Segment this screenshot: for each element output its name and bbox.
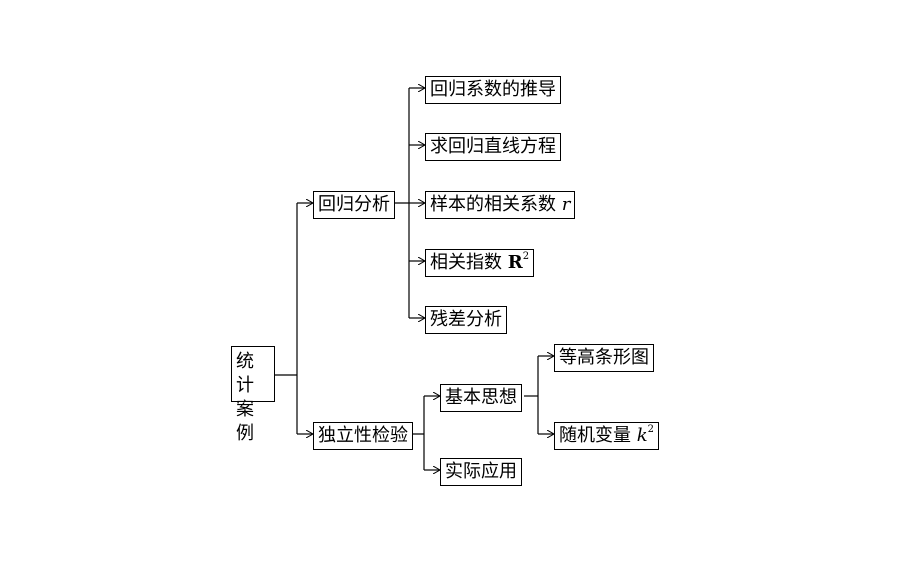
node-label: 独立性检验 [318,425,408,446]
node-label: 相关指数 [430,252,508,273]
node-basic-idea: 基本思想 [440,384,522,412]
node-independence-test: 独立性检验 [313,422,413,450]
node-regression-coefficient-derivation: 回归系数的推导 [425,76,561,104]
node-regression-line-equation: 求回归直线方程 [425,133,561,161]
root-line-1: 统计 [236,351,254,396]
node-correlation-index: 相关指数 R2 [425,249,535,277]
node-contour-bar-chart: 等高条形图 [554,344,654,372]
variable-r: r [561,194,571,215]
node-sample-correlation-coefficient: 样本的相关系数 r [425,191,576,219]
node-label: 回归系数的推导 [430,79,556,100]
node-label: 回归分析 [318,194,390,215]
node-label: 实际应用 [445,461,517,482]
node-random-variable-k2: 随机变量 k2 [554,422,660,450]
node-label: 等高条形图 [559,347,649,368]
node-label: 求回归直线方程 [430,136,556,157]
node-label: 样本的相关系数 [430,194,562,215]
node-label: 随机变量 [559,425,637,446]
superscript-2: 2 [522,251,530,262]
variable-R: R [507,252,523,273]
node-label: 残差分析 [430,309,502,330]
node-practical-application: 实际应用 [440,458,522,486]
root-node-statistical-cases: 统计 案例 [231,346,275,444]
root-line-2: 案例 [236,399,254,444]
variable-k: k [636,425,648,446]
node-regression-analysis: 回归分析 [313,191,395,219]
node-label: 基本思想 [445,387,517,408]
node-residual-analysis: 残差分析 [425,306,507,334]
superscript-2: 2 [647,424,655,435]
